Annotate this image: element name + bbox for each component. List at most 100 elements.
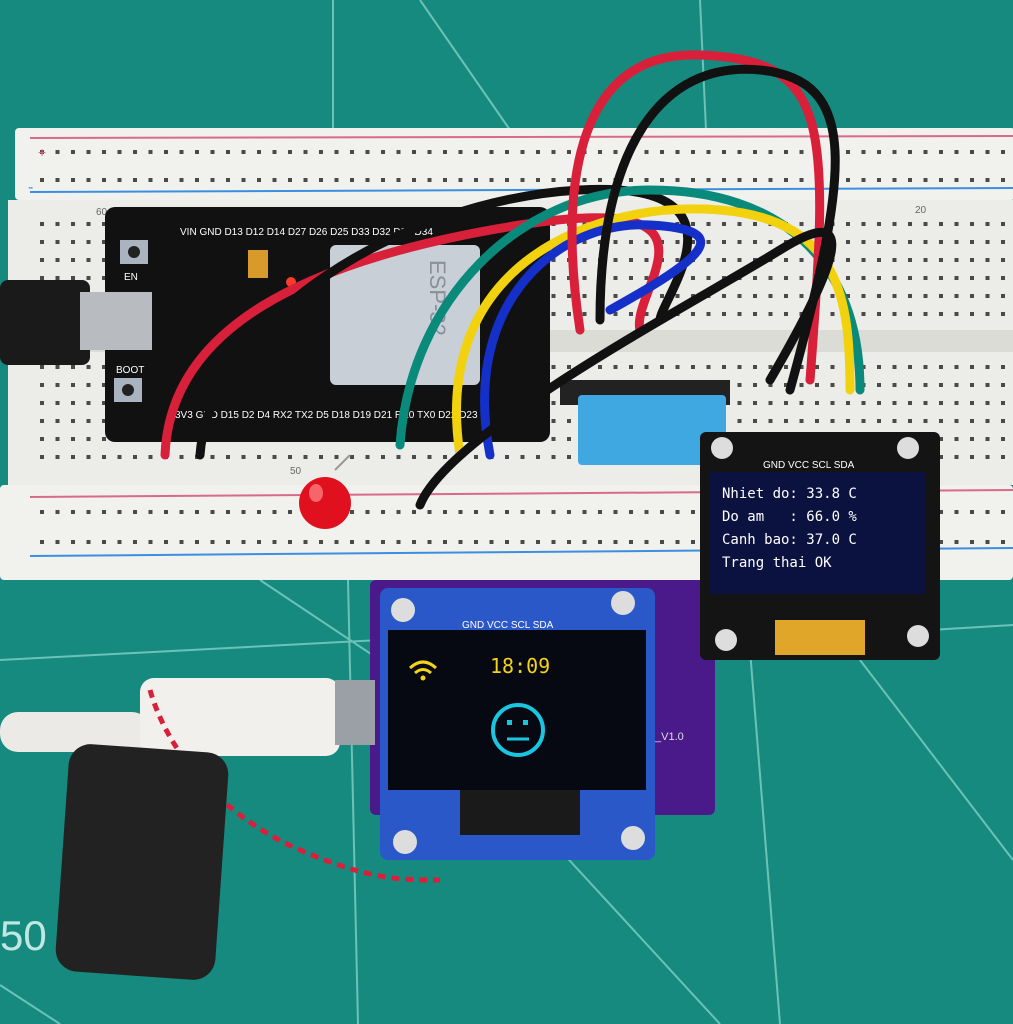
- oled-left-pin-labels: GND VCC SCL SDA: [462, 620, 554, 631]
- breadboard-hole: [381, 510, 385, 514]
- breadboard-hole: [675, 294, 680, 298]
- breadboard-hole: [148, 540, 153, 544]
- breadboard-hole: [892, 150, 897, 154]
- breadboard-hole: [799, 365, 804, 369]
- breadboard-hole: [443, 540, 447, 544]
- breadboard-hole: [1001, 240, 1005, 244]
- breadboard-hole: [86, 437, 91, 441]
- breadboard-hole: [582, 240, 587, 244]
- breadboard-hole: [582, 294, 587, 298]
- breadboard-hole: [877, 240, 881, 244]
- breadboard-hole: [908, 178, 912, 182]
- breadboard-hole: [784, 178, 788, 182]
- breadboard-hole: [629, 510, 633, 514]
- breadboard-hole: [830, 312, 835, 316]
- breadboard-hole: [722, 150, 726, 154]
- breadboard-hole: [613, 312, 618, 316]
- breadboard-hole: [288, 510, 292, 514]
- breadboard-hole: [908, 150, 912, 154]
- breadboard-hole: [551, 178, 556, 182]
- breadboard-hole: [939, 540, 943, 544]
- breadboard-hole: [164, 150, 168, 154]
- breadboard-hole: [443, 455, 447, 459]
- breadboard-hole: [613, 510, 618, 514]
- breadboard-hole: [567, 437, 571, 441]
- breadboard-hole: [40, 258, 44, 262]
- breadboard-hole: [768, 365, 773, 369]
- breadboard-hole: [970, 437, 974, 441]
- breadboard-hole: [117, 150, 122, 154]
- breadboard-hole: [706, 312, 711, 316]
- wire-blue: [480, 220, 706, 460]
- breadboard-hole: [567, 312, 571, 316]
- breadboard-hole: [55, 383, 60, 387]
- breadboard-hole: [102, 222, 106, 226]
- breadboard-hole: [567, 365, 571, 369]
- breadboard-hole: [365, 150, 370, 154]
- breadboard-hole: [861, 222, 866, 226]
- breadboard-hole: [536, 150, 540, 154]
- breadboard-hole: [846, 276, 850, 280]
- breadboard-hole: [443, 510, 447, 514]
- breadboard-hole: [815, 401, 819, 405]
- breadboard-hole: [691, 150, 695, 154]
- breadboard-hole: [768, 150, 773, 154]
- breadboard-hole: [970, 276, 974, 280]
- breadboard-hole: [86, 401, 91, 405]
- breadboard-hole: [1001, 455, 1005, 459]
- breadboard-hole: [474, 540, 478, 544]
- wire-yellow: [452, 204, 855, 460]
- breadboard-hole: [412, 510, 416, 514]
- breadboard-hole: [102, 258, 106, 262]
- breadboard-hole: [55, 240, 60, 244]
- breadboard-hole: [691, 312, 695, 316]
- breadboard-hole: [644, 178, 649, 182]
- en-label: EN: [124, 272, 138, 283]
- breadboard-hole: [381, 455, 385, 459]
- oled-line-warning: Canh bao: 37.0 C: [722, 532, 857, 548]
- breadboard-hole: [892, 258, 897, 262]
- breadboard-hole: [458, 540, 463, 544]
- breadboard-hole: [675, 178, 680, 182]
- breadboard-hole: [784, 383, 788, 387]
- breadboard-hole: [768, 178, 773, 182]
- breadboard-hole: [272, 455, 277, 459]
- breadboard-hole: [675, 240, 680, 244]
- breadboard-hole: [598, 510, 602, 514]
- breadboard-hole: [179, 150, 184, 154]
- breadboard-hole: [877, 178, 881, 182]
- breadboard-hole: [706, 178, 711, 182]
- breadboard-hole: [71, 401, 75, 405]
- breadboard-hole: [520, 178, 525, 182]
- wire-black-3: [415, 227, 837, 510]
- breadboard-hole: [877, 294, 881, 298]
- breadboard-hole: [954, 401, 959, 405]
- breadboard-hole: [892, 419, 897, 423]
- micro-usb-connector: [80, 292, 152, 350]
- breadboard-hole: [164, 540, 168, 544]
- rail-plus-label: +: [38, 144, 46, 160]
- breadboard-hole: [86, 150, 91, 154]
- breadboard-hole: [102, 383, 106, 387]
- breadboard-hole: [877, 150, 881, 154]
- breadboard-hole: [737, 222, 742, 226]
- breadboard-hole: [210, 150, 215, 154]
- breadboard-hole: [427, 178, 432, 182]
- breadboard-hole: [892, 178, 897, 182]
- breadboard-hole: [117, 510, 122, 514]
- breadboard-hole: [365, 540, 370, 544]
- breadboard-hole: [939, 258, 943, 262]
- breadboard-hole: [985, 312, 990, 316]
- breadboard-hole: [148, 510, 153, 514]
- oled-right-screen: [710, 472, 925, 594]
- breadboard-hole: [644, 365, 649, 369]
- breadboard-hole: [396, 540, 401, 544]
- breadboard-hole: [505, 510, 509, 514]
- breadboard-hole: [40, 455, 44, 459]
- breadboard-hole: [939, 294, 943, 298]
- breadboard-hole: [954, 540, 959, 544]
- breadboard-hole: [102, 240, 106, 244]
- breadboard-hole: [908, 419, 912, 423]
- breadboard-hole: [582, 276, 587, 280]
- breadboard-hole: [1001, 222, 1005, 226]
